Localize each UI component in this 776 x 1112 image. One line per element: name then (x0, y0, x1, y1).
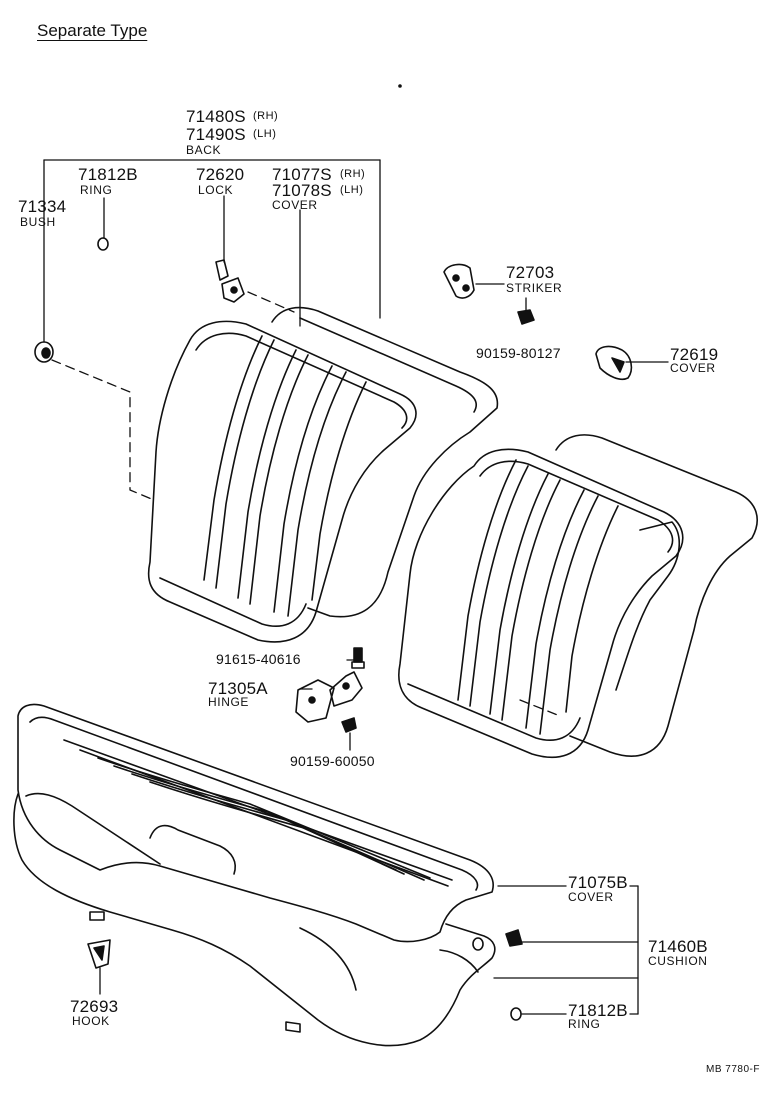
ring-top-name: RING (80, 183, 113, 197)
cushion-pleat-4 (113, 765, 425, 881)
striker-number: 72703 (506, 263, 555, 282)
cover-back-lh-side: (LH) (340, 184, 364, 196)
hinge-top-bolt-number: 91615-40616 (216, 651, 301, 667)
seatback-right-rear-inner (299, 317, 478, 413)
cushion-pad-outline (13, 793, 496, 1047)
hinge-number: 71305A (208, 679, 268, 698)
seatback-right-pleat-5 (273, 365, 333, 613)
ring-bottom-number: 71812B (568, 1001, 628, 1020)
seatback-left-pleat-1 (457, 459, 517, 701)
cushion-cover-number: 71075B (568, 873, 628, 892)
cushion-cover-step (149, 824, 236, 875)
cover-back-rh-side: (RH) (340, 168, 366, 180)
seatback-right-front-welt (195, 332, 408, 429)
cushion-tab-front (89, 911, 105, 921)
assembly-dashed-lines (51, 291, 561, 717)
back-name: BACK (186, 143, 222, 157)
seatback-right-pleat-7 (311, 381, 367, 601)
hinge-bottom-bolt-part (341, 717, 357, 733)
striker-part (443, 263, 475, 299)
hinge-bottom-bolt-number: 90159-60050 (290, 753, 375, 769)
hook-part (87, 939, 111, 969)
cushion-pad-top-edge (25, 792, 161, 865)
cushion-cover-welt (29, 716, 479, 891)
seatback-right-pleat-3 (237, 349, 297, 599)
striker-bolt-part (517, 309, 535, 325)
back-lh-side: (LH) (253, 128, 277, 140)
cushion-clip-part (472, 929, 523, 951)
seatback-left-pleat-3 (489, 473, 549, 715)
diagram-title: Separate Type (37, 21, 148, 40)
cover-small-number: 72619 (670, 345, 719, 364)
striker-name: STRIKER (506, 281, 563, 295)
seatback-right-rear-panel (271, 306, 499, 618)
seatback-left-front (398, 448, 684, 758)
speck-dot (398, 84, 402, 88)
seatback-right-pleat-6 (287, 371, 347, 617)
hook-name: HOOK (72, 1014, 110, 1028)
cover-small-part (595, 345, 633, 381)
ring-bottom-name: RING (568, 1017, 601, 1031)
seatback-left-rear-panel (555, 434, 758, 757)
seatback-right-front-lower-edge (159, 577, 307, 628)
lock-name: LOCK (198, 183, 234, 197)
cushion-pleat-3 (97, 757, 431, 879)
ring-top-part (97, 237, 109, 251)
cushion-pleat-5 (131, 773, 405, 875)
cushion-pleat-6 (149, 781, 397, 871)
bush-part (34, 341, 54, 363)
cushion-cover-outline (17, 703, 494, 943)
seatback-left-pleat-5 (525, 489, 585, 729)
seatback-right-pleat-4 (249, 354, 309, 605)
seatback-left-front-welt (479, 460, 674, 553)
cushion-tab-rear (285, 1021, 301, 1033)
cushion-pad-front-bulge (299, 927, 357, 991)
cushion-number: 71460B (648, 937, 708, 956)
striker-bolt-number: 90159-80127 (476, 345, 561, 361)
cover-back-lh-number: 71078S (272, 181, 332, 200)
cover-back-rh-number: 71077S (272, 165, 332, 184)
lock-number: 72620 (196, 165, 245, 184)
back-rh-number: 71480S (186, 107, 246, 126)
cushion-pad-right-shoulder (439, 949, 479, 973)
lock-part (215, 259, 245, 303)
cover-small-name: COVER (670, 361, 716, 375)
seatback-left-pleat-4 (501, 479, 561, 721)
seatback-left-pleat-2 (469, 465, 529, 707)
leader-lines (43, 159, 669, 1015)
hook-number: 72693 (70, 997, 119, 1016)
hinge-name: HINGE (208, 695, 250, 709)
diagram-reference-id: MB 7780-F (706, 1064, 760, 1075)
hinge-top-bolt-part (351, 647, 365, 669)
hinge-part (295, 671, 363, 723)
back-rh-side: (RH) (253, 110, 279, 122)
seatback-left-pleat-7 (565, 505, 619, 713)
seatback-left-pleat-6 (539, 495, 599, 735)
seatback-left-front-lower-edge (407, 683, 581, 742)
cushion-name: CUSHION (648, 954, 708, 968)
seatback-right-pleat-2 (215, 339, 275, 589)
seatback-right-front (147, 320, 417, 643)
cover-back-name: COVER (272, 198, 318, 212)
bush-number: 71334 (18, 197, 67, 216)
back-lh-number: 71490S (186, 125, 246, 144)
seatback-left-rear-inner (615, 521, 680, 691)
ring-top-number: 71812B (78, 165, 138, 184)
ring-bottom-part (510, 1007, 522, 1021)
cushion-cover-name: COVER (568, 890, 614, 904)
seatback-right-pleat-1 (203, 335, 263, 581)
bush-name: BUSH (20, 215, 56, 229)
